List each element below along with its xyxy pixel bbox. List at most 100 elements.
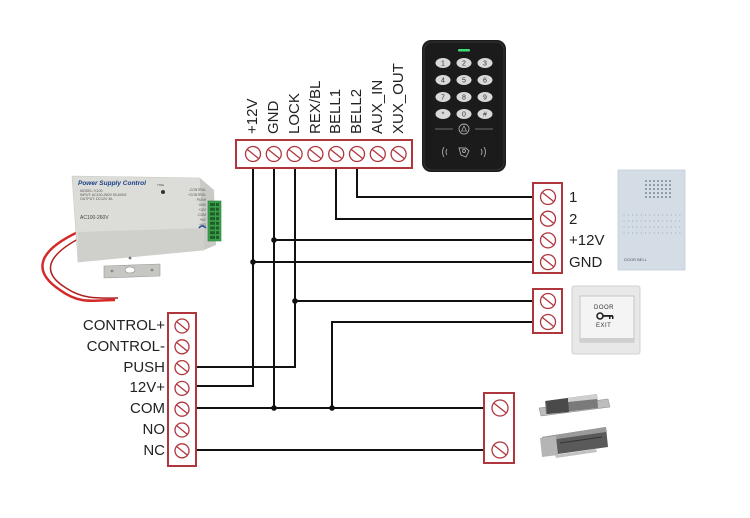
psu-cable: [49, 237, 119, 299]
doorbell-terminal-block: [532, 182, 563, 274]
grille-dot: [657, 214, 659, 216]
keypad-led: [458, 49, 470, 52]
grille-dot: [649, 188, 651, 190]
grille-dot: [653, 180, 655, 182]
junction-dot: [271, 405, 277, 411]
grille-dot: [666, 226, 668, 228]
psu-model-line: MODEL: K100: [80, 189, 103, 193]
grille-dot: [645, 184, 647, 186]
grille-dot: [636, 226, 638, 228]
keypad-key-label: 0: [462, 112, 466, 119]
wires: [190, 160, 540, 451]
wire-bell2-to-bell-1: [356, 160, 540, 198]
terminal-screw: [174, 422, 190, 438]
grille-dot: [645, 180, 647, 182]
grille-dot: [653, 220, 655, 222]
keypad-key: #: [477, 109, 493, 119]
psu-slot: [216, 203, 219, 206]
grille-dot: [649, 192, 651, 194]
grille-dot: [653, 232, 655, 234]
grille-dot: [669, 180, 671, 182]
grille-dot: [669, 196, 671, 198]
psu-side-label: -CONTROL: [188, 188, 206, 192]
psu-logo-icon: [198, 225, 207, 229]
terminal-screw: [244, 145, 262, 163]
grille-dot: [636, 232, 638, 234]
grille-dot: [657, 180, 659, 182]
grille-dot: [675, 232, 677, 234]
psu-side-label: PUSH: [196, 198, 206, 202]
psu-side-label: +CONTROL: [187, 193, 206, 197]
terminal-screw: [328, 145, 345, 163]
grille-dot: [666, 220, 668, 222]
grille-dot: [627, 232, 629, 234]
grille-dot: [636, 214, 638, 216]
grille-dot: [649, 232, 651, 234]
power-supply-device: [41, 175, 222, 303]
grille-dot: [675, 220, 677, 222]
terminal-screw: [539, 188, 557, 206]
keypad-key-label: 9: [483, 95, 487, 102]
grille-dot: [636, 220, 638, 222]
keypad-key-label: 3: [483, 61, 487, 68]
psu-terminal-block: [167, 312, 197, 467]
maglock-groove: [559, 436, 603, 444]
grille-dot: [669, 192, 671, 194]
keypad-key: 2: [456, 58, 472, 68]
grille-dot: [662, 226, 664, 228]
bolt-lock-device: [538, 394, 611, 417]
psu-bottom-face: [78, 228, 204, 262]
grille-dot: [649, 220, 651, 222]
exit-button-shadow: [580, 338, 634, 342]
terminal-label-gnd: GND: [265, 100, 282, 134]
psu-green-terminal: [207, 200, 222, 242]
wire-lock-to-push: [190, 160, 296, 368]
bell-label-plus12v: +12V: [569, 232, 605, 249]
keypad-key-label: 7: [441, 95, 445, 102]
grille-dot: [627, 214, 629, 216]
psu-slot: [216, 231, 219, 235]
terminal-screw: [491, 441, 509, 459]
grille-dot: [645, 196, 647, 198]
grille-dot: [632, 226, 634, 228]
grille-dot: [661, 188, 663, 190]
keypad-body: [422, 40, 506, 172]
grille-dot: [623, 220, 625, 222]
grille-dot: [657, 188, 659, 190]
terminal-label-rex-bl: REX/BL: [307, 80, 324, 134]
junction-dot: [329, 405, 335, 411]
grille-dot: [623, 226, 625, 228]
terminal-screw: [539, 232, 557, 249]
grille-dot: [665, 188, 667, 190]
grille-dot: [661, 184, 663, 186]
terminal-screw: [174, 401, 190, 417]
junction-dot: [250, 259, 256, 265]
key-icon: [596, 312, 614, 320]
grille-dot: [632, 232, 634, 234]
psu-green-slots: [210, 203, 219, 239]
grille-dot: [670, 214, 672, 216]
psu-side-label: +NC: [199, 218, 206, 222]
keypad-key: 8: [456, 92, 472, 102]
wire-plus12v-to-psu: [190, 160, 254, 387]
magnetic-lock-device: [540, 427, 608, 458]
grille-dot: [675, 226, 677, 228]
psu-screw: [128, 256, 132, 260]
terminal-label-bell2: BELL2: [348, 88, 365, 134]
grille-dot: [657, 226, 659, 228]
terminal-screw: [539, 313, 557, 331]
terminal-screw: [369, 145, 386, 163]
grille-dot: [623, 232, 625, 234]
grille-dot: [653, 192, 655, 194]
grille-dot: [670, 232, 672, 234]
psu-label-no: NO: [142, 421, 166, 438]
keypad-key: *: [435, 109, 451, 119]
grille-dot: [665, 192, 667, 194]
psu-slot: [216, 235, 219, 239]
maglock-body: [542, 427, 608, 456]
psu-slot: [210, 235, 215, 239]
keypad-key-label: 1: [441, 61, 445, 68]
grille-dot: [653, 214, 655, 216]
grille-dot: [657, 192, 659, 194]
grille-dot: [645, 226, 646, 228]
